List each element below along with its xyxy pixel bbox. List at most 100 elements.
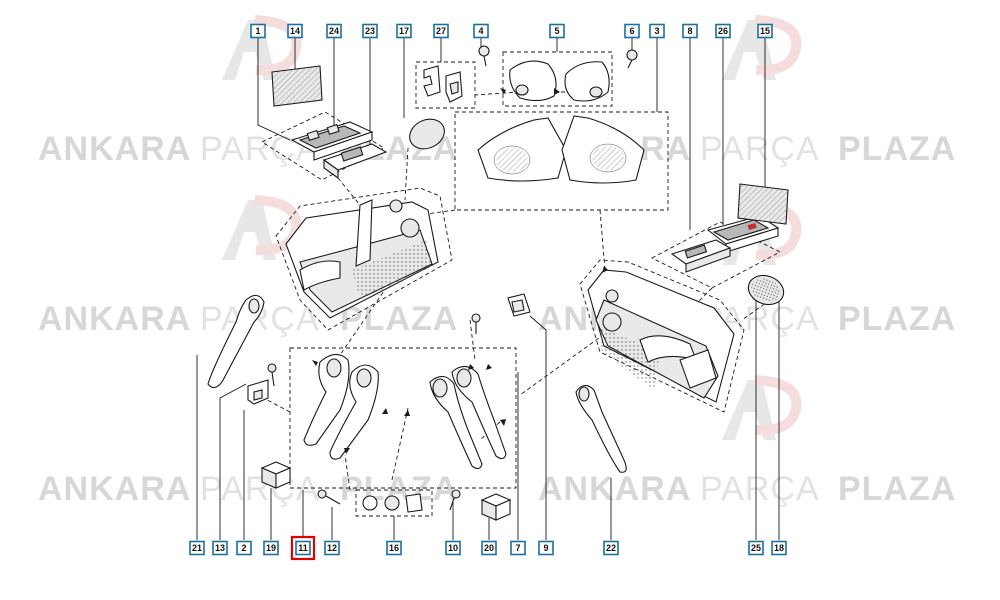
- screw-part: [471, 313, 481, 334]
- callout-number: 18: [774, 543, 784, 553]
- callout-10[interactable]: 10: [445, 540, 461, 556]
- callout-26[interactable]: 26: [715, 23, 731, 39]
- callout-number: 14: [290, 26, 300, 36]
- switch-bezel-part: [322, 143, 388, 180]
- callout-number: 9: [543, 543, 548, 553]
- callout-box: [433, 23, 449, 39]
- callout-number: 8: [687, 26, 692, 36]
- callout-15[interactable]: 15: [757, 23, 773, 39]
- callout-12[interactable]: 12: [324, 540, 340, 556]
- svg-text:ANKARA: ANKARA: [38, 470, 191, 508]
- callout-14[interactable]: 14: [287, 23, 303, 39]
- callout-3[interactable]: 3: [649, 23, 665, 39]
- callout-9[interactable]: 9: [538, 540, 554, 556]
- callout-box: [682, 23, 698, 39]
- callout-box: [715, 23, 731, 39]
- speaker-grille-part: [561, 115, 645, 184]
- callout-box: [445, 540, 461, 556]
- callout-25[interactable]: 25: [748, 540, 764, 556]
- callout-21[interactable]: 21: [189, 540, 205, 556]
- callout-13[interactable]: 13: [212, 540, 228, 556]
- callout-box: [236, 540, 252, 556]
- window-switch-part: [706, 215, 780, 253]
- callout-box: [287, 23, 303, 39]
- callout-number: 10: [448, 543, 458, 553]
- callout-7[interactable]: 7: [510, 540, 526, 556]
- callout-number: 4: [478, 26, 483, 36]
- callout-number: 13: [215, 543, 225, 553]
- callout-8[interactable]: 8: [682, 23, 698, 39]
- callout-5[interactable]: 5: [549, 23, 565, 39]
- callout-box: [748, 540, 764, 556]
- callout-number: 25: [751, 543, 761, 553]
- callout-6[interactable]: 6: [624, 23, 640, 39]
- callout-27[interactable]: 27: [433, 23, 449, 39]
- svg-text:ANKARA: ANKARA: [38, 130, 191, 168]
- push-pin-part: [478, 45, 490, 67]
- svg-text:ANKARA: ANKARA: [38, 300, 191, 338]
- callout-18[interactable]: 18: [771, 540, 787, 556]
- callout-box: [549, 23, 565, 39]
- assembly-arrows: [312, 88, 608, 454]
- door-panel-right: [579, 259, 745, 413]
- armrest-trim-part: [207, 294, 265, 389]
- callout-number: 3: [654, 26, 659, 36]
- callout-24[interactable]: 24: [326, 23, 342, 39]
- callout-box: [510, 540, 526, 556]
- door-handle-part: [329, 364, 379, 460]
- tweeter-cover-part: [509, 60, 557, 102]
- watermark-row: ANKARA PARÇA PLAZA: [538, 470, 955, 508]
- watermark-row: ANKARA PARÇA PLAZA: [38, 130, 457, 168]
- callout-11[interactable]: 11: [290, 535, 316, 561]
- label-sticker-part: [271, 65, 323, 107]
- callout-1[interactable]: 1: [250, 23, 266, 39]
- screw-part: [449, 489, 461, 511]
- clip-part: [423, 65, 463, 103]
- callout-number: 24: [329, 26, 339, 36]
- callout-23[interactable]: 23: [362, 23, 378, 39]
- callout-box: [757, 23, 773, 39]
- callout-4[interactable]: 4: [473, 23, 489, 39]
- callout-number: 19: [266, 543, 276, 553]
- screw-part: [317, 489, 341, 505]
- callout-17[interactable]: 17: [396, 23, 412, 39]
- callout-box: [212, 540, 228, 556]
- callout-number: 27: [436, 26, 446, 36]
- watermark-logo: [722, 375, 802, 440]
- callout-number: 5: [554, 26, 559, 36]
- cover-block-part: [480, 493, 512, 521]
- callout-number: 12: [327, 543, 337, 553]
- callout-box: [649, 23, 665, 39]
- cover-block-part: [260, 461, 292, 489]
- trim-cap-part: [362, 493, 423, 513]
- callout-box: [362, 23, 378, 39]
- callout-labels: 1 14 24 23 17 27 4 5 6 3 8 26 15 21 13 2 19 11 12 16 10 20 7 9 2…: [189, 23, 787, 561]
- callout-number: 23: [365, 26, 375, 36]
- tweeter-cover-part: [564, 61, 610, 102]
- callout-box: [324, 540, 340, 556]
- switch-bezel-part: [670, 239, 732, 273]
- callout-box: [189, 540, 205, 556]
- watermark: ANKARA PARÇA PLAZA ANKARA PARÇA PLAZA AN…: [38, 15, 956, 508]
- callout-number: 15: [760, 26, 770, 36]
- callout-2[interactable]: 2: [236, 540, 252, 556]
- parts: [207, 45, 789, 521]
- callout-number: 2: [241, 543, 246, 553]
- svg-text:PLAZA: PLAZA: [838, 300, 956, 338]
- svg-text:PARÇA: PARÇA: [700, 470, 820, 508]
- callout-box: [481, 540, 497, 556]
- callout-16[interactable]: 16: [386, 540, 402, 556]
- callout-19[interactable]: 19: [263, 540, 279, 556]
- door-panel-left: [275, 187, 453, 331]
- callout-box: [396, 23, 412, 39]
- screw-part: [267, 363, 277, 387]
- callout-22[interactable]: 22: [603, 540, 619, 556]
- svg-text:ANKARA: ANKARA: [538, 470, 691, 508]
- callout-number: 22: [606, 543, 616, 553]
- callout-20[interactable]: 20: [481, 540, 497, 556]
- svg-text:PLAZA: PLAZA: [838, 130, 956, 168]
- speaker-disc-part: [747, 274, 785, 306]
- callout-box: [473, 23, 489, 39]
- callout-box: [603, 540, 619, 556]
- door-handle-part: [303, 353, 350, 446]
